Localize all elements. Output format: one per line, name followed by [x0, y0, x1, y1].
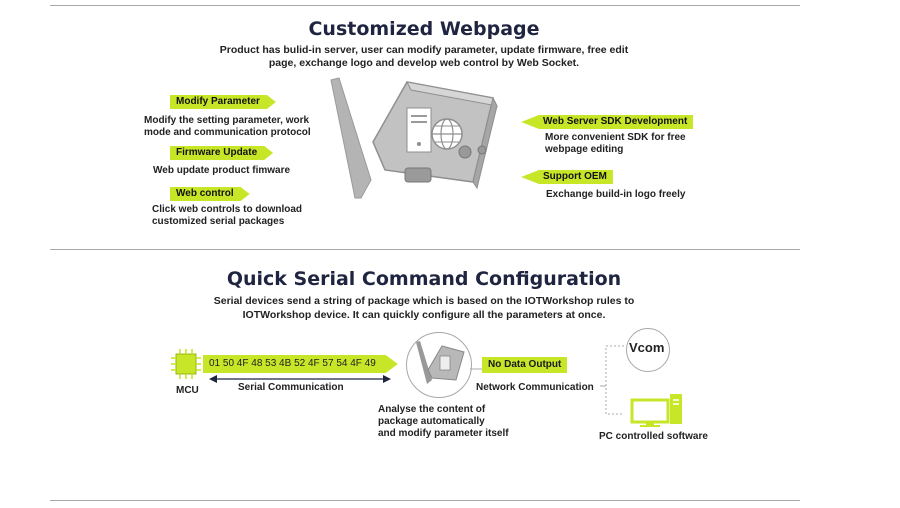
desc-modify-parameter-2: mode and communication protocol	[144, 127, 311, 138]
desc-modify-parameter-1: Modify the setting parameter, work	[144, 115, 310, 126]
desc-web-control-2: customized serial packages	[152, 216, 285, 227]
pc-monitor-icon	[630, 394, 682, 427]
section2-subtitle-line1: Serial devices send a string of package …	[213, 295, 635, 307]
tag-support-oem: Support OEM	[521, 170, 613, 184]
vcom-label: Vcom	[629, 340, 665, 355]
tag-web-server-sdk: Web Server SDK Development	[521, 115, 694, 129]
top-divider	[50, 5, 800, 6]
section2-subtitle-line2: IOTWorkshop device. It can quickly confi…	[242, 309, 606, 321]
antenna-icon	[330, 77, 372, 199]
hex-data-bar: 01 50 4F 48 53 4B 52 4F 57 54 4F 49	[203, 355, 398, 373]
no-data-output-tag: No Data Output	[482, 357, 568, 373]
network-comm-label: Network Communication	[476, 382, 594, 393]
serial-comm-label: Serial Communication	[238, 382, 344, 393]
analyse-line3: and modify parameter itself	[378, 428, 509, 439]
tag-modify-parameter: Modify Parameter	[170, 95, 276, 109]
serial-port-icon	[404, 167, 432, 183]
tag-firmware-update: Firmware Update	[170, 146, 273, 160]
vcom-circle	[626, 328, 670, 372]
desc-firmware-update: Web update product fimware	[153, 165, 291, 176]
analyse-line1: Analyse the content of	[378, 404, 486, 415]
mcu-chip-icon	[171, 349, 201, 379]
desc-web-control-1: Click web controls to download	[152, 204, 303, 215]
bottom-divider	[50, 500, 800, 501]
middle-divider	[50, 249, 800, 250]
section1-title: Customized Webpage	[308, 18, 540, 40]
mcu-label: MCU	[176, 385, 199, 396]
section1-subtitle-line2: page, exchange logo and develop web cont…	[268, 57, 580, 69]
device-small-icon	[416, 341, 465, 384]
desc-web-server-sdk-1: More convenient SDK for free	[545, 132, 686, 143]
tag-web-control: Web control	[170, 187, 250, 201]
desc-web-server-sdk-2: webpage editing	[545, 144, 624, 155]
section2-title: Quick Serial Command Configuration	[226, 268, 622, 290]
serial-double-arrow	[209, 375, 391, 383]
globe-icon	[431, 118, 463, 150]
network-arrow	[470, 368, 482, 370]
connection-bracket	[600, 345, 624, 415]
device-router-illustration	[330, 77, 498, 199]
section1-subtitle-line1: Product has bulid-in server, user can mo…	[219, 44, 629, 56]
pc-label: PC controlled software	[599, 431, 708, 442]
desc-support-oem: Exchange build-in logo freely	[546, 189, 686, 200]
analyse-line2: package automatically	[378, 416, 485, 427]
